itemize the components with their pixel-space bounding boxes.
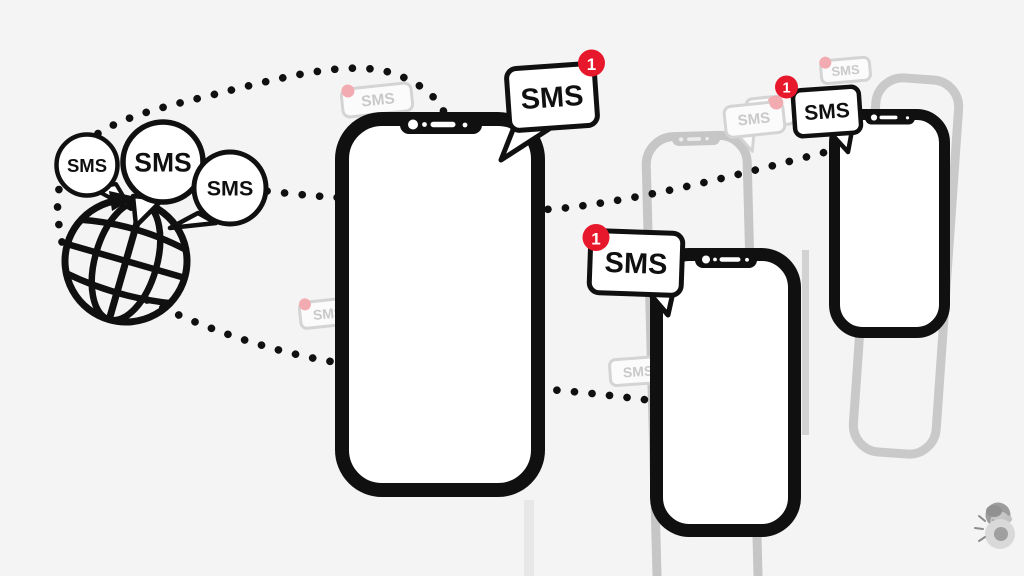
globe-group: SMS SMS SMS bbox=[54, 119, 269, 326]
arrow-icon bbox=[109, 191, 136, 211]
badge-count: 1 bbox=[782, 81, 790, 97]
route-globe-to-phone-3 bbox=[263, 148, 830, 214]
speaker-icon bbox=[430, 121, 456, 128]
sms-label: SMS bbox=[67, 155, 107, 176]
speaker-icon bbox=[879, 115, 898, 120]
badge-count: 1 bbox=[587, 55, 596, 74]
sms-label: SMS bbox=[804, 99, 851, 125]
sms-label: SMS bbox=[520, 80, 585, 116]
ghost-badge bbox=[819, 56, 832, 69]
ghost-sms-label: SMS bbox=[737, 109, 771, 129]
ghost-sms-bubble: SMS bbox=[339, 81, 415, 119]
sms-notification-1: SMS 1 bbox=[498, 49, 605, 163]
person-speaker-logo bbox=[974, 502, 1015, 549]
camera-icon bbox=[408, 119, 418, 130]
sms-popups: SMS 1 SMS 1 SMS 1 bbox=[498, 49, 864, 318]
ghost-sms-bubble: SMS bbox=[819, 55, 872, 86]
globe-sms-bubble: SMS bbox=[120, 119, 206, 205]
notification-badge bbox=[775, 75, 798, 99]
phones-layer bbox=[335, 109, 950, 537]
notification-badge bbox=[582, 224, 610, 251]
sms-notification-3: SMS 1 bbox=[775, 75, 864, 155]
camera-icon bbox=[870, 114, 878, 121]
sms-label: SMS bbox=[134, 148, 191, 178]
ghost-phone-edge bbox=[524, 500, 534, 576]
globe-sms-bubble: SMS bbox=[54, 132, 120, 198]
ghost-sms-label: SMS bbox=[622, 362, 653, 380]
sms-notification-2: SMS 1 bbox=[582, 224, 686, 318]
notification-badge bbox=[578, 49, 605, 77]
phone-3 bbox=[829, 109, 950, 338]
sms-label: SMS bbox=[207, 177, 254, 201]
ghost-badge bbox=[341, 84, 355, 98]
ghost-sms-label: SMS bbox=[831, 62, 861, 79]
phone-2 bbox=[650, 248, 801, 537]
ghost-sms-label: SMS bbox=[360, 90, 395, 110]
ghost-phone-edge bbox=[802, 250, 809, 435]
phone-1 bbox=[335, 112, 545, 497]
ghost-sms-bubble: SMS bbox=[722, 95, 787, 153]
globe-sms-bubble: SMS bbox=[191, 149, 269, 227]
ghost-badge bbox=[298, 298, 311, 311]
sms-label: SMS bbox=[604, 247, 668, 281]
camera-icon bbox=[702, 255, 710, 264]
ghost-badge bbox=[769, 95, 784, 110]
speaker-icon bbox=[719, 257, 741, 262]
badge-count: 1 bbox=[591, 230, 600, 249]
